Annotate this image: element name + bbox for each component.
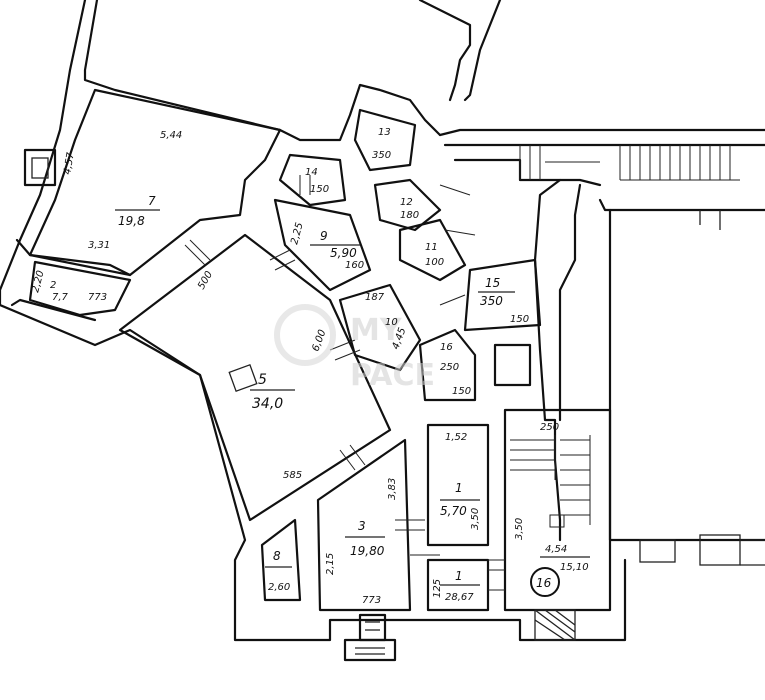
watermark-line2: PACE (350, 358, 435, 393)
room-13-area: 350 (372, 150, 391, 161)
outer-walls (0, 0, 627, 662)
room-2-number: 2 (50, 280, 56, 291)
room-12-area: 180 (400, 210, 419, 221)
room-8-number: 8 (273, 549, 281, 563)
room-3-dim-left: 2,15 (325, 553, 336, 575)
stair-badge-circle (530, 567, 560, 597)
room-3-number: 3 (358, 519, 366, 533)
room-14-area: 150 (310, 184, 329, 195)
room-8-area: 2,60 (268, 582, 290, 593)
room-3-area: 19,80 (350, 544, 385, 558)
room-10-dim: 187 (365, 292, 385, 303)
room-outlines (28, 88, 612, 641)
room-9-dim-left: 2,25 (289, 221, 305, 245)
room-7-number: 7 (148, 194, 156, 208)
room-13-number: 13 (378, 127, 391, 138)
stair-area: 15,10 (560, 562, 589, 573)
room-1a-number: 1 (455, 481, 463, 495)
room-11-area: 100 (425, 257, 444, 268)
room-16-number: 16 (440, 342, 453, 353)
room-1a-dim-right: 3,50 (470, 508, 481, 530)
room-15-dim: 150 (510, 314, 529, 325)
room-1a-area: 5,70 (440, 504, 467, 518)
room-15-area: 350 (480, 294, 503, 308)
room-1b-number: 1 (455, 569, 463, 583)
stair-dim-left: 3,50 (514, 518, 525, 540)
room-9-dim-right: 160 (345, 260, 364, 271)
room-10-number: 10 (385, 317, 398, 328)
room-9-area: 5,90 (330, 246, 357, 260)
room-5-dim-bottom: 585 (283, 470, 302, 481)
room-7-dim-top: 5,44 (160, 130, 182, 141)
room-5-dim-top: 500 (196, 269, 215, 291)
room-1b-dim: 125 (432, 579, 443, 598)
watermark-line1: MY (350, 313, 403, 348)
stair-badge: 16 (536, 576, 552, 590)
room-5-area: 34,0 (252, 396, 283, 412)
room-9-number: 9 (320, 229, 328, 243)
stair-dims: 4,54 (545, 544, 567, 555)
room-11-number: 11 (425, 242, 438, 253)
room-14-number: 14 (305, 167, 318, 178)
room-5-number: 5 (258, 372, 267, 388)
room-3-dim-right: 3,83 (387, 478, 398, 500)
room-12-number: 12 (400, 197, 413, 208)
room-7-dim-bottom: 3,31 (88, 240, 110, 251)
watermark: MY PACE (274, 304, 435, 393)
room-7-area: 19,8 (118, 214, 145, 228)
room-7-dim-left: 4,57 (62, 151, 77, 175)
stair-dim-top: 250 (540, 422, 559, 433)
room-1a-dim-top: 1,52 (445, 432, 467, 443)
room-16-dim: 150 (452, 386, 471, 397)
room-1b-area: 28,67 (445, 592, 474, 603)
room-15-number: 15 (485, 276, 500, 290)
room-2-area: 7,7 (52, 292, 69, 303)
room-3-dim-bottom: 773 (362, 595, 381, 606)
room-16-area: 250 (440, 362, 459, 373)
room-2-dim-2: 773 (88, 292, 107, 303)
